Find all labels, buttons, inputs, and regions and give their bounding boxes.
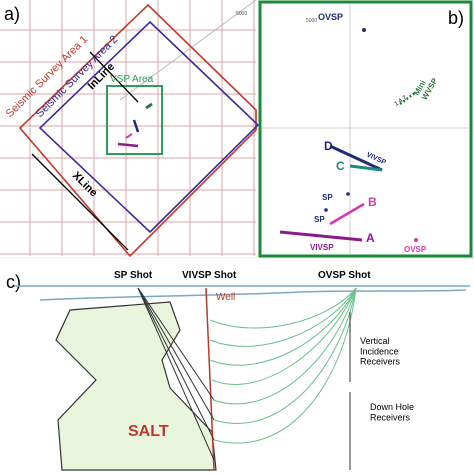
panel-b-map: b) 5000 OVSP MiniWVSP 1 4 7 D C VIVSP SP… bbox=[258, 0, 473, 258]
panel-b-frame bbox=[258, 0, 473, 258]
panel-a-map: a) Seismic Survey Area 1 Seismic Survey … bbox=[0, 0, 260, 258]
vsp-line-magenta bbox=[125, 133, 133, 139]
sp-lower-label: SP bbox=[314, 215, 325, 224]
mini-wvsp-line bbox=[399, 91, 417, 105]
ovsp-top-point bbox=[362, 28, 366, 32]
ovsp-bottom-label: OVSP bbox=[404, 245, 427, 254]
survey-area-2-outline bbox=[38, 20, 260, 234]
letter-b: B bbox=[368, 195, 377, 209]
salt-label: SALT bbox=[128, 423, 169, 440]
sp-lower-point bbox=[324, 208, 328, 212]
sp-shot-label: SP Shot bbox=[114, 270, 153, 281]
inline-arrow bbox=[89, 51, 139, 103]
ovsp-top-label: OVSP bbox=[318, 12, 343, 22]
panel-a-diagonal bbox=[119, 0, 257, 101]
sp-upper-point bbox=[346, 192, 350, 196]
sp-rays bbox=[137, 287, 215, 461]
panel-b-label: b) bbox=[448, 8, 464, 28]
panel-c-label: c) bbox=[6, 272, 21, 292]
seafloor-line bbox=[39, 289, 467, 301]
vsp-line-green bbox=[145, 102, 153, 110]
well-line bbox=[205, 287, 215, 471]
salt-body bbox=[55, 301, 217, 471]
vsp-area-label: VSP Area bbox=[110, 74, 154, 85]
panel-a-scale: 5000 bbox=[236, 11, 247, 17]
xline-arrow bbox=[31, 153, 129, 251]
line-d bbox=[329, 144, 383, 172]
vivsp-lower-label: VIVSP bbox=[310, 243, 334, 252]
panel-a-grid bbox=[0, 0, 256, 256]
panel-b-scale: 5000 bbox=[306, 18, 317, 24]
survey-area-1-outline bbox=[18, 3, 257, 258]
letter-c: C bbox=[336, 159, 345, 173]
ovsp-rays bbox=[209, 287, 357, 444]
line-c bbox=[349, 164, 383, 172]
vsp-area-box bbox=[106, 85, 163, 155]
line-b bbox=[329, 202, 365, 226]
line-a bbox=[279, 230, 363, 242]
ovsp-shot-label: OVSP Shot bbox=[318, 270, 371, 281]
vivsp-shot-label: VIVSP Shot bbox=[182, 270, 237, 281]
vsp-line-navy bbox=[132, 119, 140, 133]
ovsp-bottom-point bbox=[414, 238, 418, 242]
letter-d: D bbox=[324, 139, 333, 153]
well-label: Well bbox=[216, 292, 235, 303]
letter-a: A bbox=[366, 231, 375, 245]
vsp-line-purple bbox=[117, 142, 139, 148]
sp-upper-label: SP bbox=[322, 193, 333, 202]
panel-a-label: a) bbox=[4, 4, 20, 24]
